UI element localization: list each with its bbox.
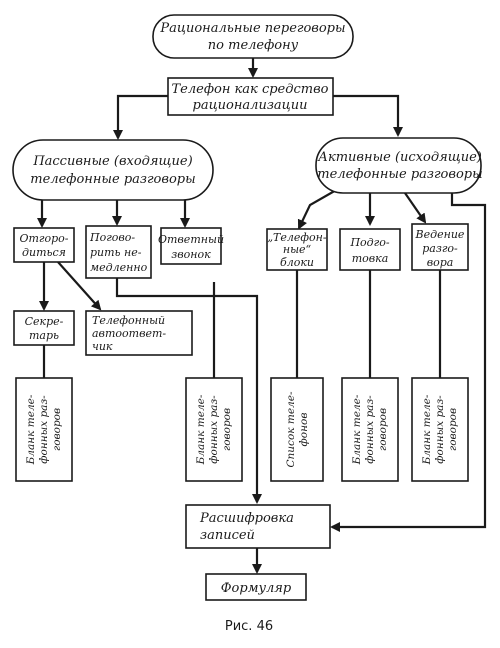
node-form-3-line-3: говоров [377,408,389,451]
node-form-4-line-1: Бланк теле- [421,394,433,465]
node-formular-line-1: Формуляр [221,581,292,596]
node-active-line-2: телефонные разговоры [317,167,482,182]
node-callback: Ответный звонок [158,227,224,265]
node-formular: Формуляр [205,573,307,601]
node-passive: Пассивные (входящие) телефонные разговор… [12,139,214,201]
node-fence-line-1: Отгоро- [19,232,68,245]
node-blocks-line-2: ные“ [283,243,312,256]
node-list-line-2: фонов [298,413,310,447]
node-secretary-line-1: Секре- [25,315,64,328]
node-talk-now-line-3: медленно [90,261,148,274]
node-talk-now-line-1: Поговo- [89,231,135,244]
node-phone-line-2: рационализации [193,98,308,113]
arrow-phone-to-passive [113,94,168,140]
arrow-phone-to-active [333,94,403,137]
node-fence-line-2: диться [22,246,66,259]
arrow-active-to-lead [404,192,427,224]
node-form-2-line-1: Бланк теле- [195,394,207,465]
node-passive-line-2: телефонные разговоры [30,172,195,187]
node-active: Активные (исходящие) телефонные разговор… [315,137,483,194]
node-blocks-line-1: „Телефон- [267,231,327,244]
node-form-2-line-2: фонных раз- [208,395,220,464]
node-callback-line-2: звонок [171,248,211,261]
node-form-4-line-3: говоров [447,408,459,451]
node-form-3-line-1: Бланк теле- [351,394,363,465]
node-active-line-1: Активные (исходящие) [317,150,482,165]
node-blocks-line-3: блоки [280,256,314,269]
connectors [37,58,487,574]
node-talk-now-line-2: рить не- [90,246,142,259]
node-blocks: „Телефон- ные“ блоки [266,228,328,271]
node-root-line-1: Рациональные переговоры [159,21,345,36]
node-decode: Расшифровка записей [185,504,331,549]
node-form-4: Бланк теле- фонных раз- говоров [411,377,469,482]
node-root-line-2: по телефону [208,38,299,53]
node-form-1-line-1: Бланк теле- [25,394,37,465]
node-decode-line-1: Расшифровка [199,511,294,526]
node-form-1: Бланк теле- фонных раз- говоров [15,377,73,482]
node-form-4-line-2: фонных раз- [434,395,446,464]
node-answerer-line-1: Телефонный [92,314,165,327]
arrow-fence-to-answerer [57,261,102,311]
arrow-talknow-to-decode [115,278,262,504]
node-form-2-line-3: говоров [221,408,233,451]
node-prep-line-1: Подго- [349,236,389,249]
node-form-3-line-2: фонных раз- [364,395,376,464]
node-list-line-1: Список теле- [285,391,297,467]
node-fence: Отгоро- диться [13,227,75,263]
node-prep-line-2: товка [352,252,389,265]
node-answerer-line-2: автоответ- [92,327,166,340]
node-form-1-line-2: фонных раз- [38,395,50,464]
node-form-1-line-3: говоров [51,408,63,451]
node-secretary: Секре- тарь [13,310,75,346]
node-passive-line-1: Пассивные (входящие) [32,154,192,169]
node-answerer: Телефонный автоответ- чик [85,310,193,356]
node-lead-line-3: вора [427,256,454,269]
node-answerer-line-3: чик [92,340,113,353]
node-lead-line-2: разго- [422,242,458,255]
node-root: Рациональные переговоры по телефону [152,14,354,59]
node-prep: Подго- товка [339,228,401,271]
node-decode-line-2: записей [200,528,255,543]
node-secretary-line-2: тарь [29,329,59,342]
node-lead-line-1: Ведение [415,228,465,241]
node-lead: Ведение разго- вора [411,223,469,271]
node-form-2: Бланк теле- фонных раз- говоров [185,377,243,482]
arrow-active-to-decode [330,188,487,532]
node-callback-line-1: Ответный [158,233,224,246]
node-list: Список теле- фонов [270,377,324,482]
figure-caption: Рис. 46 [225,619,273,634]
node-phone-line-1: Телефон как средство [172,82,329,97]
node-phone: Телефон как средство рационализации [167,77,334,116]
node-form-3: Бланк теле- фонных раз- говоров [341,377,399,482]
node-talk-now: Поговo- рить не- медленно [85,225,152,279]
